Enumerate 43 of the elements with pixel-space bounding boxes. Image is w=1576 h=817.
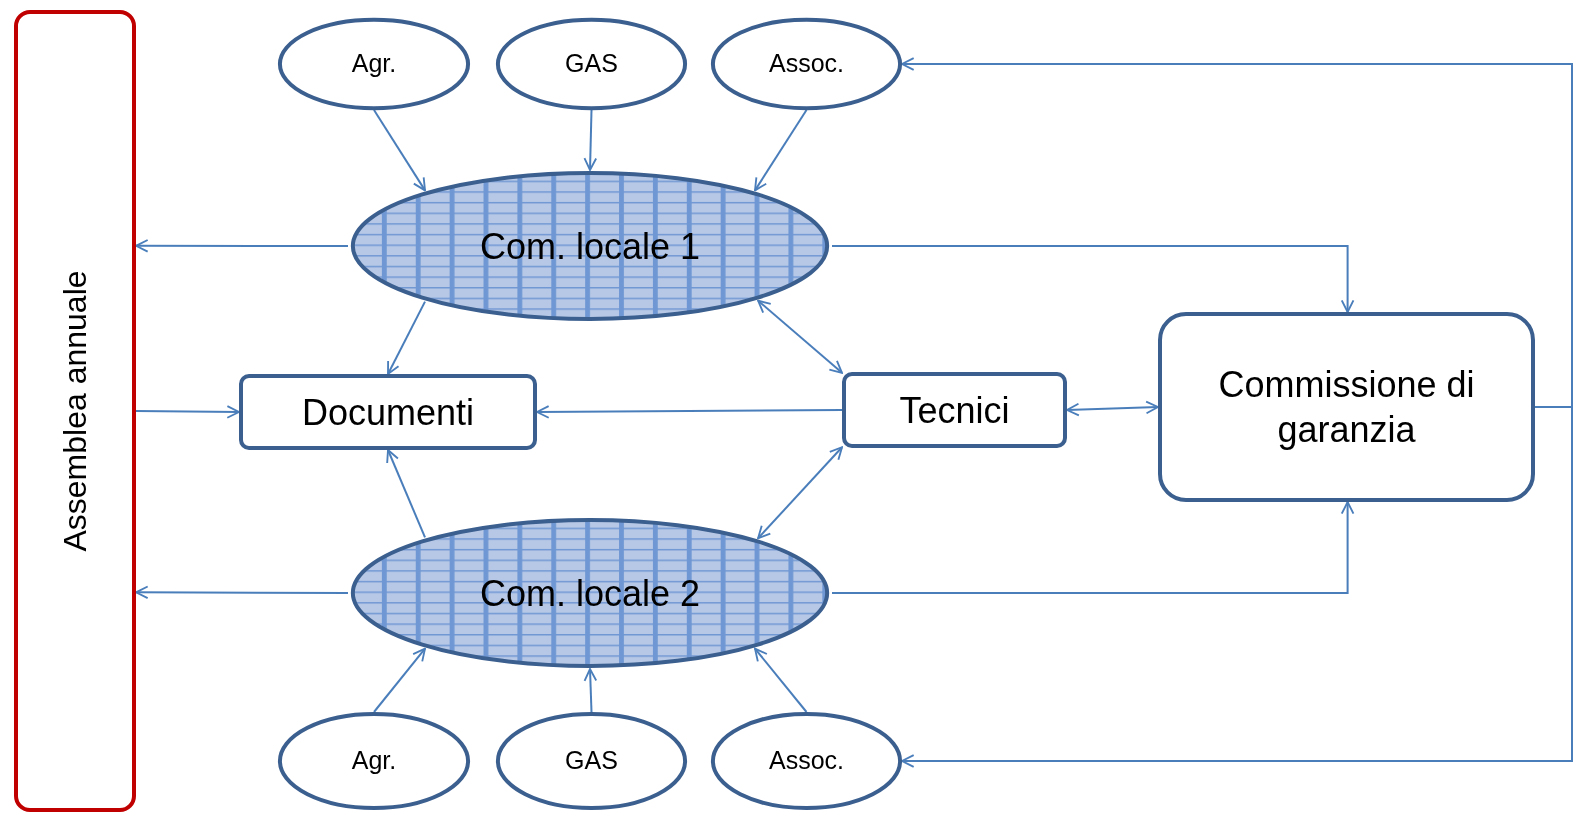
arrow [754, 647, 808, 713]
node-label: Assoc. [769, 745, 844, 777]
oval-node [711, 18, 902, 110]
process-box [1158, 312, 1535, 502]
arrow [536, 405, 843, 419]
double-arrow [1066, 400, 1159, 417]
arrow [135, 239, 349, 253]
arrow [901, 406, 1573, 768]
node-label: Assoc. [769, 48, 844, 80]
node-label: Documenti [301, 390, 475, 435]
arrow [831, 245, 1355, 313]
arrow [583, 668, 598, 713]
node-label: Agr. [351, 48, 397, 80]
double-arrow [757, 446, 843, 540]
node-label: Commissione di garanzia [1217, 363, 1476, 452]
oval-node [496, 712, 687, 810]
assembly-panel [14, 10, 136, 812]
arrow [373, 109, 426, 192]
arrow [387, 300, 426, 375]
double-arrow [757, 299, 843, 374]
node-label: GAS [565, 745, 618, 777]
node-label: Tecnici [899, 388, 1010, 433]
process-box [239, 374, 537, 450]
arrow [386, 449, 426, 539]
oval-node [278, 712, 470, 810]
oval-node [711, 712, 902, 810]
arrow [135, 585, 349, 600]
arrow [901, 57, 1573, 408]
oval-node [496, 18, 687, 110]
hatched-oval-node [348, 517, 832, 669]
arrow [135, 405, 240, 419]
arrow [754, 109, 808, 192]
process-box [842, 372, 1067, 448]
node-label: Com. locale 2 [479, 571, 701, 616]
hatched-oval-node [348, 170, 832, 322]
node-label: Com. locale 1 [479, 224, 701, 269]
node-label: Agr. [351, 745, 397, 777]
node-label: GAS [565, 48, 618, 80]
node-label: Assemblea annuale [56, 270, 94, 552]
oval-node [278, 18, 470, 110]
arrow [373, 647, 426, 713]
arrow [583, 109, 598, 171]
arrow [831, 501, 1355, 594]
